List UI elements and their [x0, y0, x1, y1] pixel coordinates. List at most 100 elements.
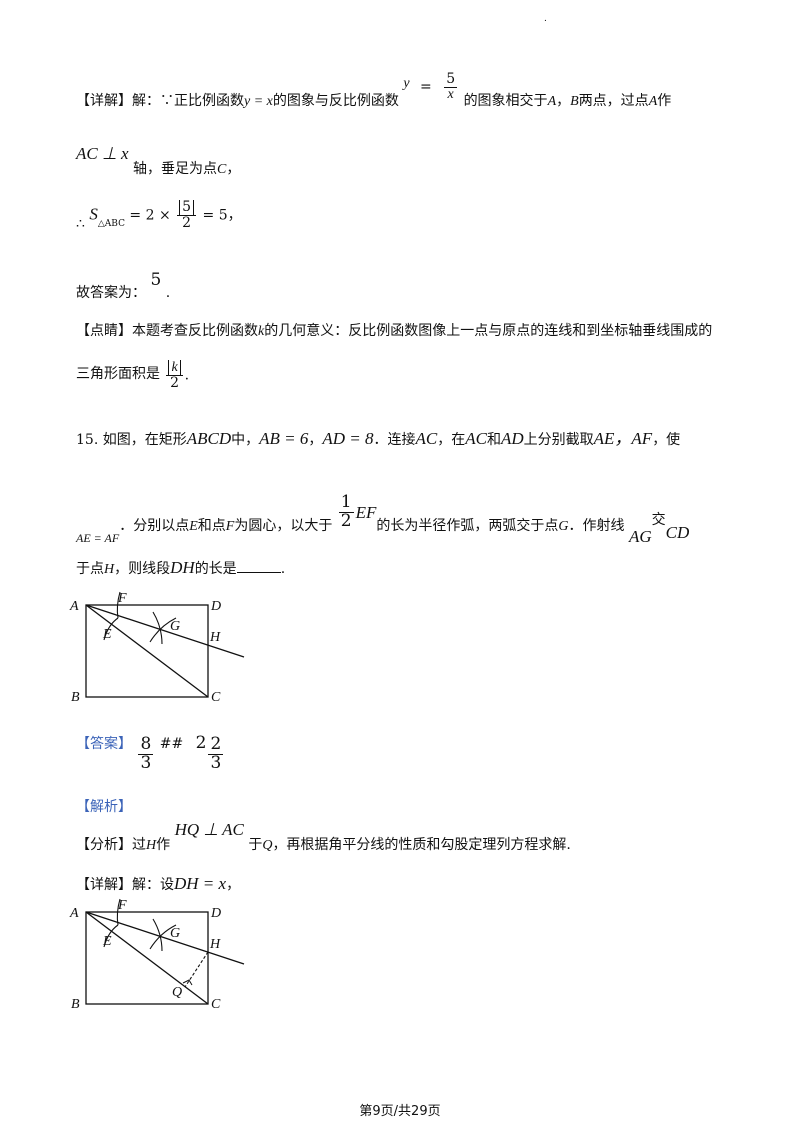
times-2: = 2 × [129, 207, 171, 224]
point-g: G [558, 519, 569, 535]
question-15-line-3: 于点H，则线段DH的长是. [76, 558, 285, 578]
mixed-whole: 2 [195, 733, 207, 754]
q-text: 如图，在矩形 [102, 432, 187, 448]
seg-ac-2: AC [465, 429, 487, 448]
arc-e [103, 617, 119, 641]
q-text: 交 [651, 512, 666, 529]
analysis-tag: 【解析】 [76, 799, 132, 815]
arc-f [116, 898, 121, 926]
arc-g-1 [152, 611, 163, 645]
diagonal-ac [85, 911, 209, 1005]
seg-ae-af: AE，AF [593, 429, 653, 448]
page-footer: 第9页/共29页 [359, 1104, 441, 1119]
eq-y-equals-x: y = x [244, 94, 273, 110]
q-text: 作 [156, 837, 171, 853]
punct: . [184, 367, 190, 384]
q-text: 于 [248, 837, 263, 853]
seg-ad: AD [500, 429, 524, 448]
label-f: F [117, 898, 127, 913]
point-f: F [225, 519, 235, 535]
arc-e [103, 924, 119, 948]
arc-g-1 [152, 918, 163, 952]
q-text: ．作射线 [568, 518, 625, 535]
detail-line-2-text: 轴，垂足为点 [133, 161, 218, 177]
q-text: ，在 [437, 432, 466, 448]
q-text: 和点 [197, 518, 226, 535]
question-15-line-1: 15. 如图，在矩形ABCD中，AB = 6，AD = 8．连接AC，在AC和A… [76, 424, 680, 449]
comment-tag: 【点睛】 [76, 323, 132, 339]
ad-eq-8: AD = 8 [322, 429, 374, 448]
hq-perp-ac: HQ ⊥ AC [174, 820, 244, 839]
q-text: 过 [132, 837, 146, 853]
label-f: F [117, 591, 127, 606]
q-text: ．分别以点 [119, 518, 190, 535]
rect-abcd: ABCD [186, 429, 232, 448]
detail-text-mid: 的图象与反比例函数 [272, 93, 399, 110]
detail-text-end: 作 [657, 93, 672, 110]
ray-ag-line [85, 604, 245, 658]
rectangle [85, 604, 209, 698]
punct: ， [308, 432, 323, 448]
var-k: k [258, 324, 265, 339]
q-text: ，则线段 [114, 561, 171, 577]
ray-ag: AG [628, 527, 652, 547]
answer-value: 5 [150, 270, 162, 290]
point-b: B [570, 94, 579, 110]
q-text: 上分别截取 [523, 432, 594, 448]
punct: . [165, 285, 171, 301]
fenxi-tag: 【分析】 [76, 837, 132, 853]
ray-ag-line [85, 911, 245, 965]
seg-ef: EF [355, 503, 377, 523]
label-h: H [209, 937, 221, 952]
label-b: B [71, 997, 80, 1012]
area-subscript: △ABC [97, 218, 125, 229]
punct: ， [226, 161, 241, 177]
label-c: C [211, 997, 221, 1012]
point-h: H [146, 838, 157, 853]
figure-1: A F D G H E B C [69, 591, 245, 705]
detail-line-2: AC ⊥ x 轴，垂足为点C， [76, 144, 240, 177]
point-a-2: A [648, 94, 658, 110]
therefore-sign: ∴ [76, 215, 85, 232]
comment-text-1: 本题考查反比例函数 [132, 323, 258, 339]
label-a: A [69, 906, 79, 921]
ae-eq-af: AE = AF [76, 531, 120, 546]
comment-text-2: 的几何意义：反比例函数图像上一点与原点的连线和到坐标轴垂线围成的 [264, 323, 713, 339]
q-text: 中， [231, 432, 260, 448]
q-text: ，使 [652, 432, 681, 448]
point-e: E [189, 519, 198, 535]
point-c: C [217, 162, 227, 177]
detail-text-rest: 的图象相交于 [463, 93, 548, 110]
figure-2: A F D G H E Q B C [69, 898, 245, 1012]
q-text: 的长为半径作弧，两弧交于点 [376, 518, 559, 535]
label-d: D [210, 906, 221, 921]
dh-eq-x: DH = x [174, 874, 227, 893]
detail-text: 解：∵正比例函数 [132, 93, 244, 110]
label-e: E [102, 934, 112, 949]
seg-dh: DH [170, 558, 195, 577]
answer-separator: ## [159, 736, 184, 753]
label-q: Q [172, 985, 182, 1000]
punct: ， [227, 207, 242, 224]
label-e: E [102, 627, 112, 642]
diagonal-ac [85, 604, 209, 698]
q-text: 和 [486, 432, 501, 448]
detail-tag-2: 【详解】 [76, 877, 132, 893]
point-a: A [547, 94, 557, 110]
label-a: A [69, 599, 79, 614]
answer-blank [236, 560, 281, 573]
equals-sign: = [420, 79, 432, 96]
q-text: ，再根据角平分线的性质和勾股定理列方程求解. [272, 837, 571, 853]
label-g: G [170, 619, 180, 634]
comment-text-3: 三角形面积是 [76, 365, 160, 382]
ac-perp-x: AC ⊥ x [76, 144, 129, 163]
